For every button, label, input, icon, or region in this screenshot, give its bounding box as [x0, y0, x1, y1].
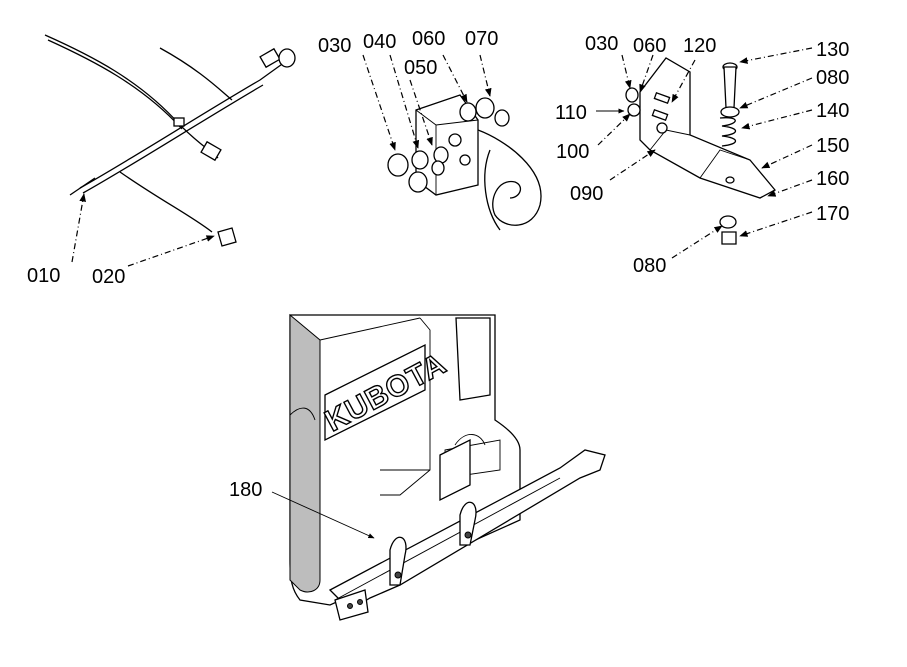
callout-060-bracket: 060 — [412, 28, 445, 50]
callout-020: 020 — [92, 266, 125, 288]
callout-030-bracket: 030 — [318, 35, 351, 57]
callout-150: 150 — [816, 135, 849, 157]
callout-010-leader — [71, 193, 86, 263]
callout-080-top: 080 — [816, 67, 849, 89]
spring-plate-assembly — [625, 57, 777, 245]
callout-020-leader — [127, 235, 215, 267]
callout-060-plate: 060 — [633, 35, 666, 57]
callout-080-bottom: 080 — [633, 255, 666, 277]
callout-130: 130 — [816, 39, 849, 61]
side-frame — [328, 434, 606, 621]
callout-140: 140 — [816, 100, 849, 122]
callout-040: 040 — [363, 31, 396, 53]
callout-070: 070 — [465, 28, 498, 50]
bracket-assembly — [387, 94, 542, 231]
callout-090: 090 — [570, 183, 603, 205]
callout-110: 110 — [555, 102, 587, 124]
wire-harness — [44, 34, 296, 247]
callout-050: 050 — [404, 57, 437, 79]
callout-180-leader — [271, 491, 375, 539]
callout-030-plate: 030 — [585, 33, 618, 55]
callout-120: 120 — [683, 35, 716, 57]
callout-170: 170 — [816, 203, 849, 225]
callout-160: 160 — [816, 168, 849, 190]
callout-010: 010 — [27, 265, 60, 287]
callout-180: 180 — [229, 479, 262, 501]
callout-labels: 010 020 030 040 050 060 070 030 060 120 … — [27, 28, 849, 501]
spring-plate-leaders — [596, 47, 813, 259]
callout-100: 100 — [556, 141, 589, 163]
bracket-leaders — [362, 54, 492, 151]
